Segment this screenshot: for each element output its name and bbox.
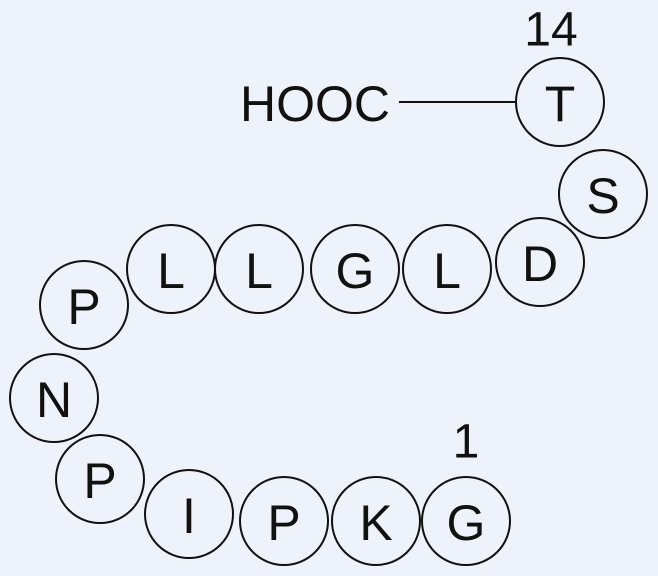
residue-letter: N (36, 372, 72, 428)
residue-letter: G (336, 243, 375, 299)
residue-circle (144, 469, 234, 559)
residue-9: L (214, 224, 304, 314)
residue-6: N (9, 353, 99, 443)
residue-circle (55, 434, 145, 524)
residue-circle (331, 476, 421, 566)
c-terminus-label: HOOC (240, 76, 390, 132)
residue-letter: G (447, 495, 486, 551)
residue-letter: S (586, 168, 619, 224)
position-label-start: 1 (453, 416, 480, 469)
residue-circle (39, 260, 129, 350)
residue-12: D (495, 217, 585, 307)
residue-letter: P (267, 495, 300, 551)
residue-letter: L (245, 243, 273, 299)
residue-letter: P (83, 453, 116, 509)
residue-circle (495, 217, 585, 307)
residue-letter: L (157, 243, 185, 299)
residue-5: P (55, 434, 145, 524)
residue-13: S (558, 149, 648, 239)
residue-8: L (126, 224, 216, 314)
residue-circle (310, 224, 400, 314)
residue-circle (214, 224, 304, 314)
residue-letter: P (67, 279, 100, 335)
residue-circle (421, 476, 511, 566)
position-label-end: 14 (524, 4, 577, 57)
residue-10: G (310, 224, 400, 314)
residue-letter: I (182, 488, 196, 544)
residue-3: P (239, 476, 329, 566)
residue-letter: T (545, 76, 576, 132)
residue-4: I (144, 469, 234, 559)
residue-14: T (515, 57, 605, 147)
residue-circle (558, 149, 648, 239)
residue-circle (402, 224, 492, 314)
residue-letter: D (522, 236, 558, 292)
residue-letter: K (359, 495, 392, 551)
residue-2: K (331, 476, 421, 566)
residue-circle (9, 353, 99, 443)
residue-7: P (39, 260, 129, 350)
residue-letter: L (433, 243, 461, 299)
residue-circle (239, 476, 329, 566)
residue-11: L (402, 224, 492, 314)
residue-1: G (421, 476, 511, 566)
